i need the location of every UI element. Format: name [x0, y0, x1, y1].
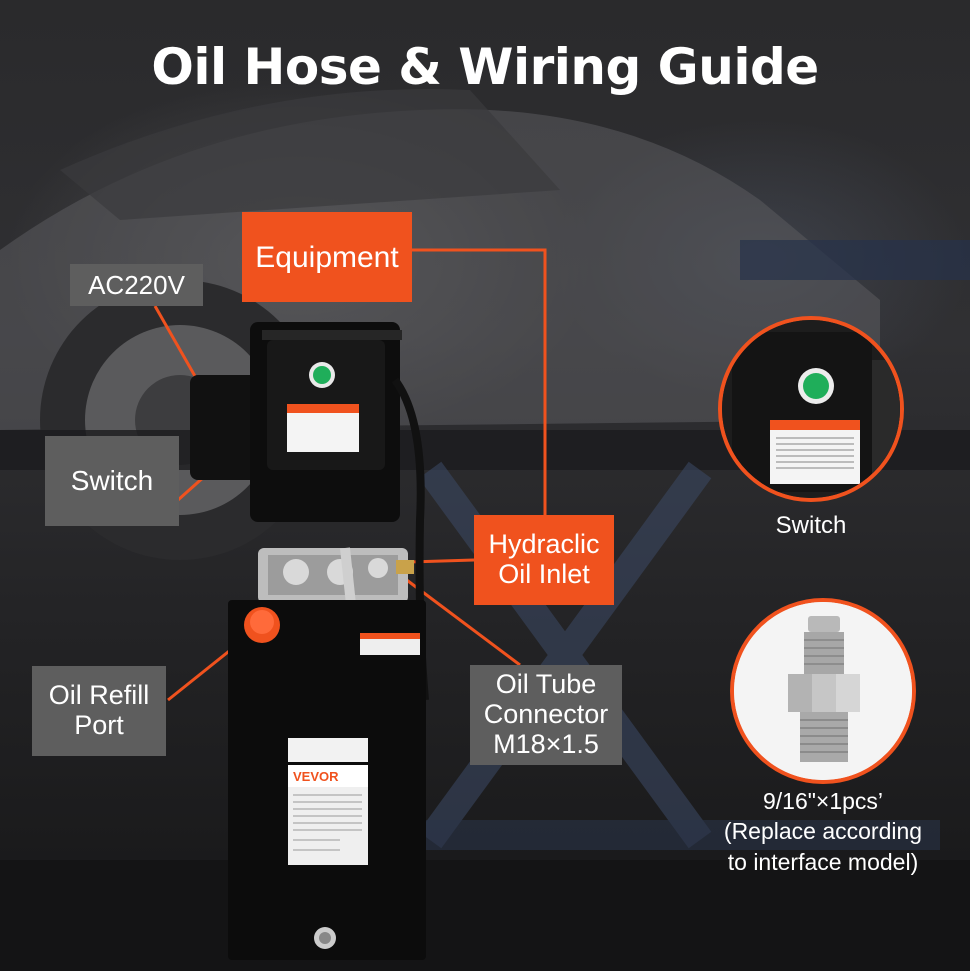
switch-closeup-green-icon	[803, 373, 829, 399]
label-oil-tube-line2: Connector	[483, 699, 609, 730]
label-switch: Switch	[45, 436, 179, 526]
fitting-image	[734, 602, 912, 780]
inset-switch-caption: Switch	[775, 512, 847, 539]
fitting-caption-line2: (Replace according	[723, 818, 923, 845]
label-equipment-text: Equipment	[255, 240, 399, 274]
label-ac220v: AC220V	[70, 264, 203, 306]
inset-fitting-caption: 9/16"×1pcs’ (Replace according to interf…	[700, 786, 946, 877]
inset-switch-closeup	[718, 316, 904, 502]
inset-fitting-closeup	[730, 598, 916, 784]
label-ac220v-text: AC220V	[88, 269, 185, 300]
label-hydraulic-oil-inlet: Hydraclic Oil Inlet	[474, 515, 614, 605]
page-title: Oil Hose & Wiring Guide	[151, 38, 819, 96]
motor-junction-box	[190, 375, 265, 480]
label-oil-tube-line3: M18×1.5	[493, 728, 599, 759]
label-oil-tube-connector: Oil Tube Connector M18×1.5	[470, 665, 622, 765]
label-oil-refill-line2: Port	[74, 710, 124, 740]
fitting-caption-line3: to interface model)	[727, 848, 919, 875]
fitting-caption-line1: 9/16"×1pcs’	[762, 788, 884, 814]
label-oil-tube-line1: Oil Tube	[495, 669, 597, 700]
label-hydraulic-line2: Oil Inlet	[498, 559, 590, 589]
switch-closeup-image	[722, 320, 900, 498]
label-equipment: Equipment	[242, 212, 412, 302]
green-switch-icon	[313, 366, 331, 384]
vevor-logo: VEVOR	[293, 769, 339, 784]
equipment-connector	[412, 248, 547, 515]
label-oil-refill-line1: Oil Refill	[48, 680, 150, 711]
label-hydraulic-line1: Hydraclic	[488, 529, 600, 560]
label-oil-refill-port: Oil Refill Port	[32, 666, 166, 756]
label-switch-text: Switch	[70, 464, 154, 496]
